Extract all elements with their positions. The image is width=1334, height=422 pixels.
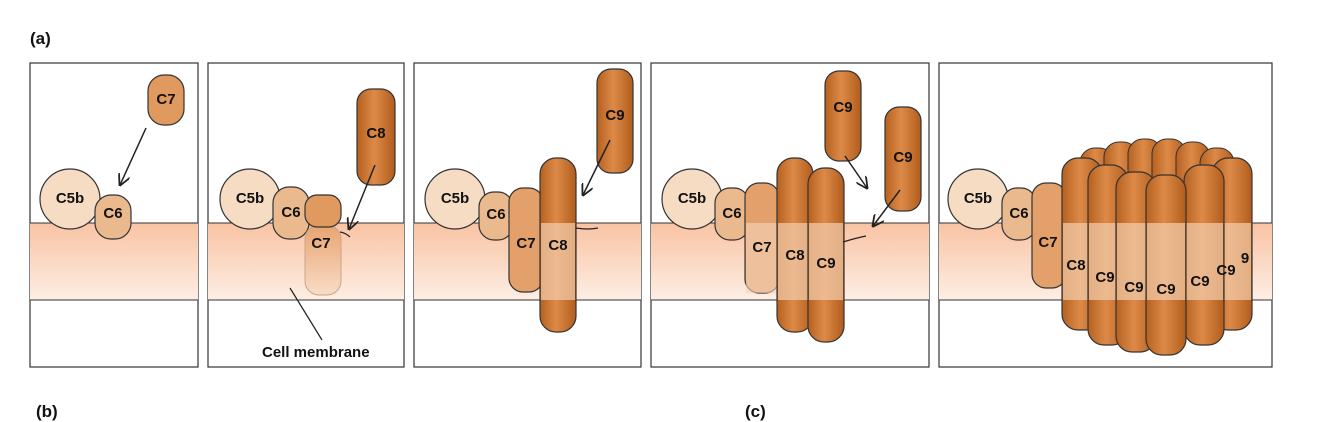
c8-shape (356, 88, 396, 186)
callout-line (289, 287, 323, 341)
c7-label: C7 (1038, 234, 1057, 251)
c5b-label: C5b (678, 190, 706, 207)
c7-shape (147, 74, 185, 126)
cell-membrane-label: Cell membrane (262, 344, 370, 361)
pore-c8-label: C8 (1066, 257, 1085, 274)
c9-free-label-2: C9 (893, 149, 912, 166)
arrow (583, 139, 611, 195)
panel-3: C5b C6 C7 C8 C9 (413, 62, 642, 368)
c5b-label: C5b (441, 190, 469, 207)
c7-label: C7 (156, 91, 175, 108)
pore-c9-label-1: C9 (1095, 269, 1114, 286)
c7-label: C7 (311, 235, 330, 252)
c8-label: C8 (548, 237, 567, 254)
c7-label: C7 (752, 239, 771, 256)
c7-label: C7 (516, 235, 535, 252)
c5b-label: C5b (56, 190, 84, 207)
c5b-label: C5b (236, 190, 264, 207)
pore-c9-partial-label: 9 (1241, 250, 1249, 267)
arrow (873, 189, 901, 226)
arrow (349, 164, 376, 229)
c6-label: C6 (103, 205, 122, 222)
c9-free-shape-2 (884, 106, 922, 212)
pore-c9-label-4: C9 (1190, 273, 1209, 290)
part-b-label: (b) (36, 402, 58, 421)
arrow (120, 127, 147, 185)
part-a-label: (a) (30, 29, 51, 48)
c6-label: C6 (722, 205, 741, 222)
c7-shape (304, 194, 342, 228)
c8-label: C8 (366, 125, 385, 142)
panel-5: C5b C6 C7 C8 (938, 62, 1273, 368)
panel-2: C5b C6 C7 C8 Cell membrane (207, 62, 405, 368)
c5b-label: C5b (964, 190, 992, 207)
c6-label: C6 (486, 206, 505, 223)
c9-free-label: C9 (833, 99, 852, 116)
c6-shape (94, 194, 132, 240)
part-c-label: (c) (745, 402, 766, 421)
c9-label: C9 (605, 107, 624, 124)
c8-label: C8 (785, 247, 804, 264)
arrow (844, 155, 867, 188)
panel-1: C5b C6 C7 (29, 62, 199, 368)
pore-c9-label-5: C9 (1216, 262, 1235, 279)
c9-label: C9 (816, 255, 835, 272)
c9-free-shape (824, 70, 862, 162)
c6-label: C6 (281, 204, 300, 221)
c6-label: C6 (1009, 205, 1028, 222)
pore-front-ring (1061, 157, 1253, 356)
pore-c9-label-2: C9 (1124, 279, 1143, 296)
panel-4: C5b C6 C7 C8 C9 C9 C9 (650, 62, 930, 368)
pore-c9-label-3: C9 (1156, 281, 1175, 298)
